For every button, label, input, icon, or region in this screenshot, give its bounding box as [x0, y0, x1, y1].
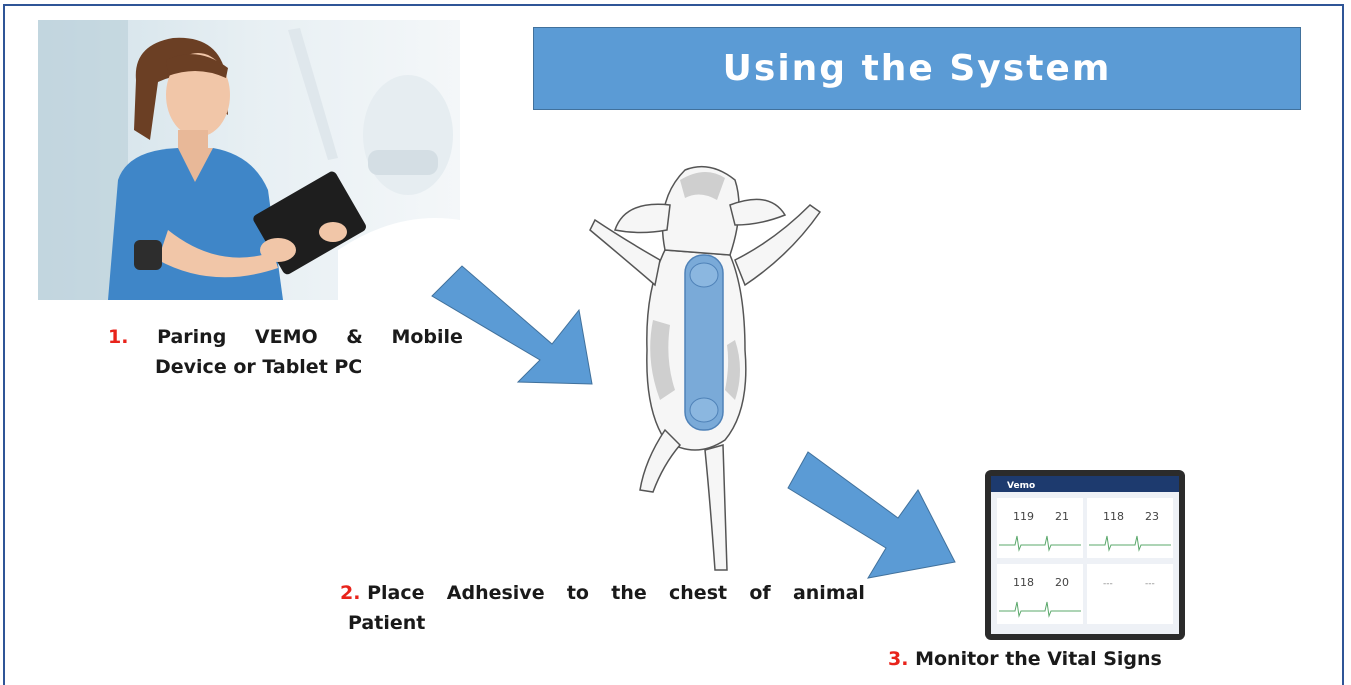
- page-title: Using the System: [722, 48, 1112, 89]
- title-banner: Using the System: [533, 27, 1301, 110]
- step-word: to: [566, 582, 589, 604]
- step-word: VEMO: [254, 326, 318, 348]
- heart-rate: 119: [1013, 510, 1034, 523]
- step-text: Patient: [348, 612, 426, 635]
- breath-rate: 20: [1055, 576, 1069, 589]
- nurse-photo: [38, 20, 460, 300]
- slide-frame: [3, 4, 1344, 685]
- step-number: 2.: [340, 582, 361, 604]
- tablet-monitor-illustration: Vemo 119 21 118 23 118 20 --- ---: [985, 470, 1185, 640]
- dog-with-device-illustration: [589, 165, 822, 571]
- step-word: of: [749, 582, 771, 604]
- vital-panel: 118 20: [997, 564, 1083, 624]
- arrow-step2-to-step3: [787, 451, 956, 579]
- step-word: Paring: [157, 326, 227, 348]
- step-word: animal: [792, 582, 865, 604]
- step-1-caption: 1. Paring VEMO & Mobile Device or Tablet…: [108, 322, 463, 383]
- step-text: Monitor the Vital Signs: [915, 648, 1162, 670]
- app-brand: Vemo: [1007, 481, 1035, 491]
- step-word: chest: [669, 582, 728, 604]
- vital-panel: 118 23: [1087, 498, 1173, 558]
- heart-rate: 118: [1013, 576, 1034, 589]
- heart-rate: 118: [1103, 510, 1124, 523]
- step-word: Mobile: [391, 326, 463, 348]
- step-word: the: [611, 582, 647, 604]
- heart-rate: ---: [1103, 579, 1113, 589]
- breath-rate: 23: [1145, 510, 1159, 523]
- step-2-caption: 2. Place Adhesive to the chest of animal…: [340, 578, 865, 639]
- breath-rate: 21: [1055, 510, 1069, 523]
- step-number: 1.: [108, 326, 129, 348]
- step-text: Device or Tablet PC: [155, 356, 363, 379]
- arrow-step1-to-step2: [431, 265, 593, 385]
- vital-panel: --- ---: [1087, 564, 1173, 624]
- step-word: Adhesive: [446, 582, 545, 604]
- step-word: Place: [367, 582, 425, 604]
- vital-panel: 119 21: [997, 498, 1083, 558]
- step-word: &: [346, 326, 363, 348]
- step-3-caption: 3. Monitor the Vital Signs: [888, 644, 1162, 674]
- breath-rate: ---: [1145, 579, 1155, 589]
- step-number: 3.: [888, 648, 909, 670]
